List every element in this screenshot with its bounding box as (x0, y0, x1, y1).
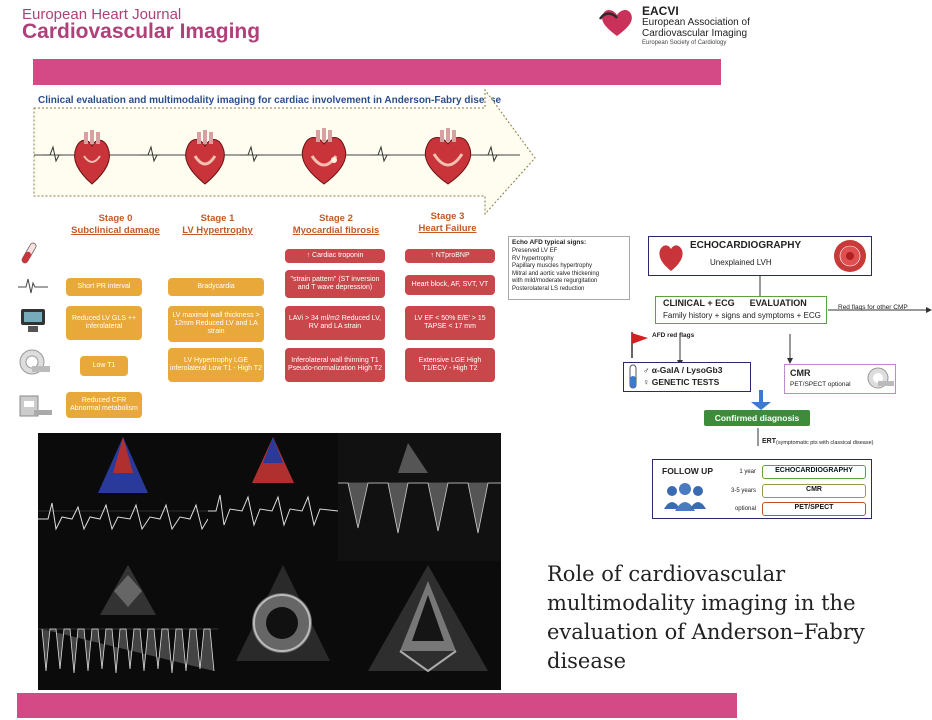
red-flag-icon (631, 332, 648, 358)
clinical-evaluation-title: CLINICAL + ECG EVALUATION (663, 298, 807, 308)
echocardiography-title: ECHOCARDIOGRAPHY (690, 240, 802, 251)
echo-doppler-panel (38, 433, 208, 561)
echo-sign-item: Preserved LV EF (512, 248, 558, 254)
follow-up-time: optional (734, 506, 756, 512)
ert-label: ERT (762, 438, 776, 445)
stage3-cmr-box: Extensive LGE High T1/ECV - High T2 (405, 348, 495, 382)
ecg-icon (18, 278, 48, 294)
eacvi-subtitle-line: European Association of (642, 17, 750, 28)
pet-scanner-icon (19, 395, 52, 417)
echo-sign-item: with mild/moderate regurgitation (512, 278, 598, 284)
figure-title: Clinical evaluation and multimodality im… (38, 95, 502, 106)
stage-3-title: Stage 3 Heart Failure (395, 211, 500, 235)
bottom-banner-bar (17, 693, 737, 718)
journal-title: Cardiovascular Imaging (22, 20, 261, 43)
echocardiography-subtitle: Unexplained LVH (710, 258, 772, 267)
echo-image-collage (38, 433, 501, 690)
stage3-echo-box: LV EF < 50% E/E' > 15 TAPSE < 17 mm (405, 306, 495, 340)
stage0-pet-box: Reduced CFR Abnormal metabolism (66, 392, 142, 418)
flow-arrows (677, 276, 932, 446)
stage3-ntprobnp-box: ↑ NTproBNP (405, 249, 495, 263)
follow-up-test: ECHOCARDIOGRAPHY (762, 465, 866, 479)
mri-scanner-icon (867, 367, 894, 389)
mri-scanner-icon (19, 349, 50, 375)
echo-short-axis-panel (218, 561, 348, 690)
stage-subtitle: Heart Failure (418, 223, 477, 234)
echo-sign-item: Posterolateral LS reduction (512, 285, 585, 292)
stage-2-title: Stage 2 Myocardial fibrosis (277, 213, 395, 237)
top-banner-bar (33, 59, 721, 85)
heart-icon (74, 130, 110, 185)
heart-icon (185, 130, 225, 185)
stage0-cmr-box: Low T1 (80, 356, 128, 376)
follow-up-time: 3-5 years (730, 488, 756, 494)
genetic-tests-line-1: ♂ α-GalA / LysoGb3 (643, 365, 723, 375)
genetic-tests-line-2: ♀ GENETIC TESTS (643, 377, 720, 387)
follow-up-test: PET/SPECT (762, 502, 866, 516)
test-tube-icon (629, 364, 637, 389)
follow-up-test: CMR (762, 484, 866, 498)
stage-name: Stage 2 (319, 213, 353, 224)
echo-pulsed-panel (38, 561, 218, 690)
stage-subtitle: Subclinical damage (71, 225, 160, 236)
stage-subtitle: LV Hypertrophy (182, 225, 253, 236)
eacvi-heart-logo (598, 9, 632, 36)
stage-name: Stage 0 (98, 213, 133, 224)
confirmed-diagnosis-box: Confirmed diagnosis (704, 410, 810, 426)
follow-up-time: 1 year (739, 469, 756, 475)
stage1-ecg-box: Bradycardia (168, 278, 264, 296)
echo-signs-title: Echo AFD typical signs: (512, 239, 587, 246)
echo-apical-panel (348, 561, 501, 690)
stage1-cmr-box: LV Hypertrophy LGE inferolateral Low T1 … (168, 348, 264, 382)
figure-caption: Role of cardiovascular multimodality ima… (547, 562, 865, 673)
echo-machine-icon (21, 309, 45, 332)
stage2-cmr-box: Inferolateral wall thinning T1 Pseudo-no… (285, 348, 385, 382)
stage-1-title: Stage 1 LV Hypertrophy (165, 213, 270, 237)
echo-sign-item: Papillary muscles hypertrophy (512, 263, 593, 269)
echo-cw-panel (338, 433, 501, 561)
echo-signs-box (508, 236, 630, 300)
eacvi-name: EACVI (642, 4, 679, 18)
stage-name: Stage 1 (200, 213, 235, 224)
stage2-echo-box: LAVi > 34 ml/m2 Reduced LV, RV and LA st… (285, 306, 385, 340)
echo-signs-list: Preserved LV EF RV hypertrophy Papillary… (512, 248, 599, 293)
blood-tube-icon (21, 242, 37, 264)
stage3-ecg-box: Heart block, AF, SVT, VT (405, 275, 495, 295)
stage-0-title: Stage 0 Subclinical damage (63, 213, 168, 237)
genetic-tests-box (623, 362, 751, 392)
heart-icon (424, 128, 472, 185)
stage1-echo-box: LV maximal wall thickness > 12mm Reduced… (168, 306, 264, 342)
heart-icon (659, 245, 683, 271)
journal-name: European Heart Journal (22, 6, 182, 23)
stage-name: Stage 3 (430, 211, 465, 222)
stage2-ecg-box: "strain pattern" (ST inversion and T wav… (285, 270, 385, 298)
ert-note: (symptomatic pts with classical disease) (776, 440, 874, 446)
eacvi-subtitle-line: Cardiovascular Imaging (642, 28, 748, 39)
eacvi-subtitle: European Association of Cardiovascular I… (642, 17, 750, 39)
echo-tdi-panel (208, 433, 338, 561)
clinical-evaluation-subtitle: Family history + signs and symptoms + EC… (663, 311, 821, 320)
stage0-ecg-box: Short PR interval (66, 278, 142, 296)
cmr-subtitle: PET/SPECT optional (790, 381, 851, 388)
bullseye-icon (834, 240, 866, 272)
follow-up-title: FOLLOW UP (662, 466, 713, 476)
clinical-evaluation-box (655, 296, 827, 324)
echo-sign-item: RV hypertrophy (512, 255, 554, 262)
red-flags-other-label: Red flags for other CMP (838, 304, 908, 311)
cmr-title: CMR (790, 368, 811, 378)
echo-sign-item: Mitral and aortic valve thickening (512, 270, 600, 277)
stage2-troponin-box: ↑ Cardiac troponin (285, 249, 385, 263)
people-icon (664, 483, 706, 511)
heart-icon (301, 128, 347, 185)
esc-label: European Society of Cardiology (642, 40, 727, 46)
timeline-arrow (33, 88, 536, 216)
stage-subtitle: Myocardial fibrosis (292, 225, 380, 236)
afd-red-flags-label: AFD red flags (652, 332, 695, 339)
stage0-echo-box: Reduced LV GLS ++ inferolateral (66, 306, 142, 340)
